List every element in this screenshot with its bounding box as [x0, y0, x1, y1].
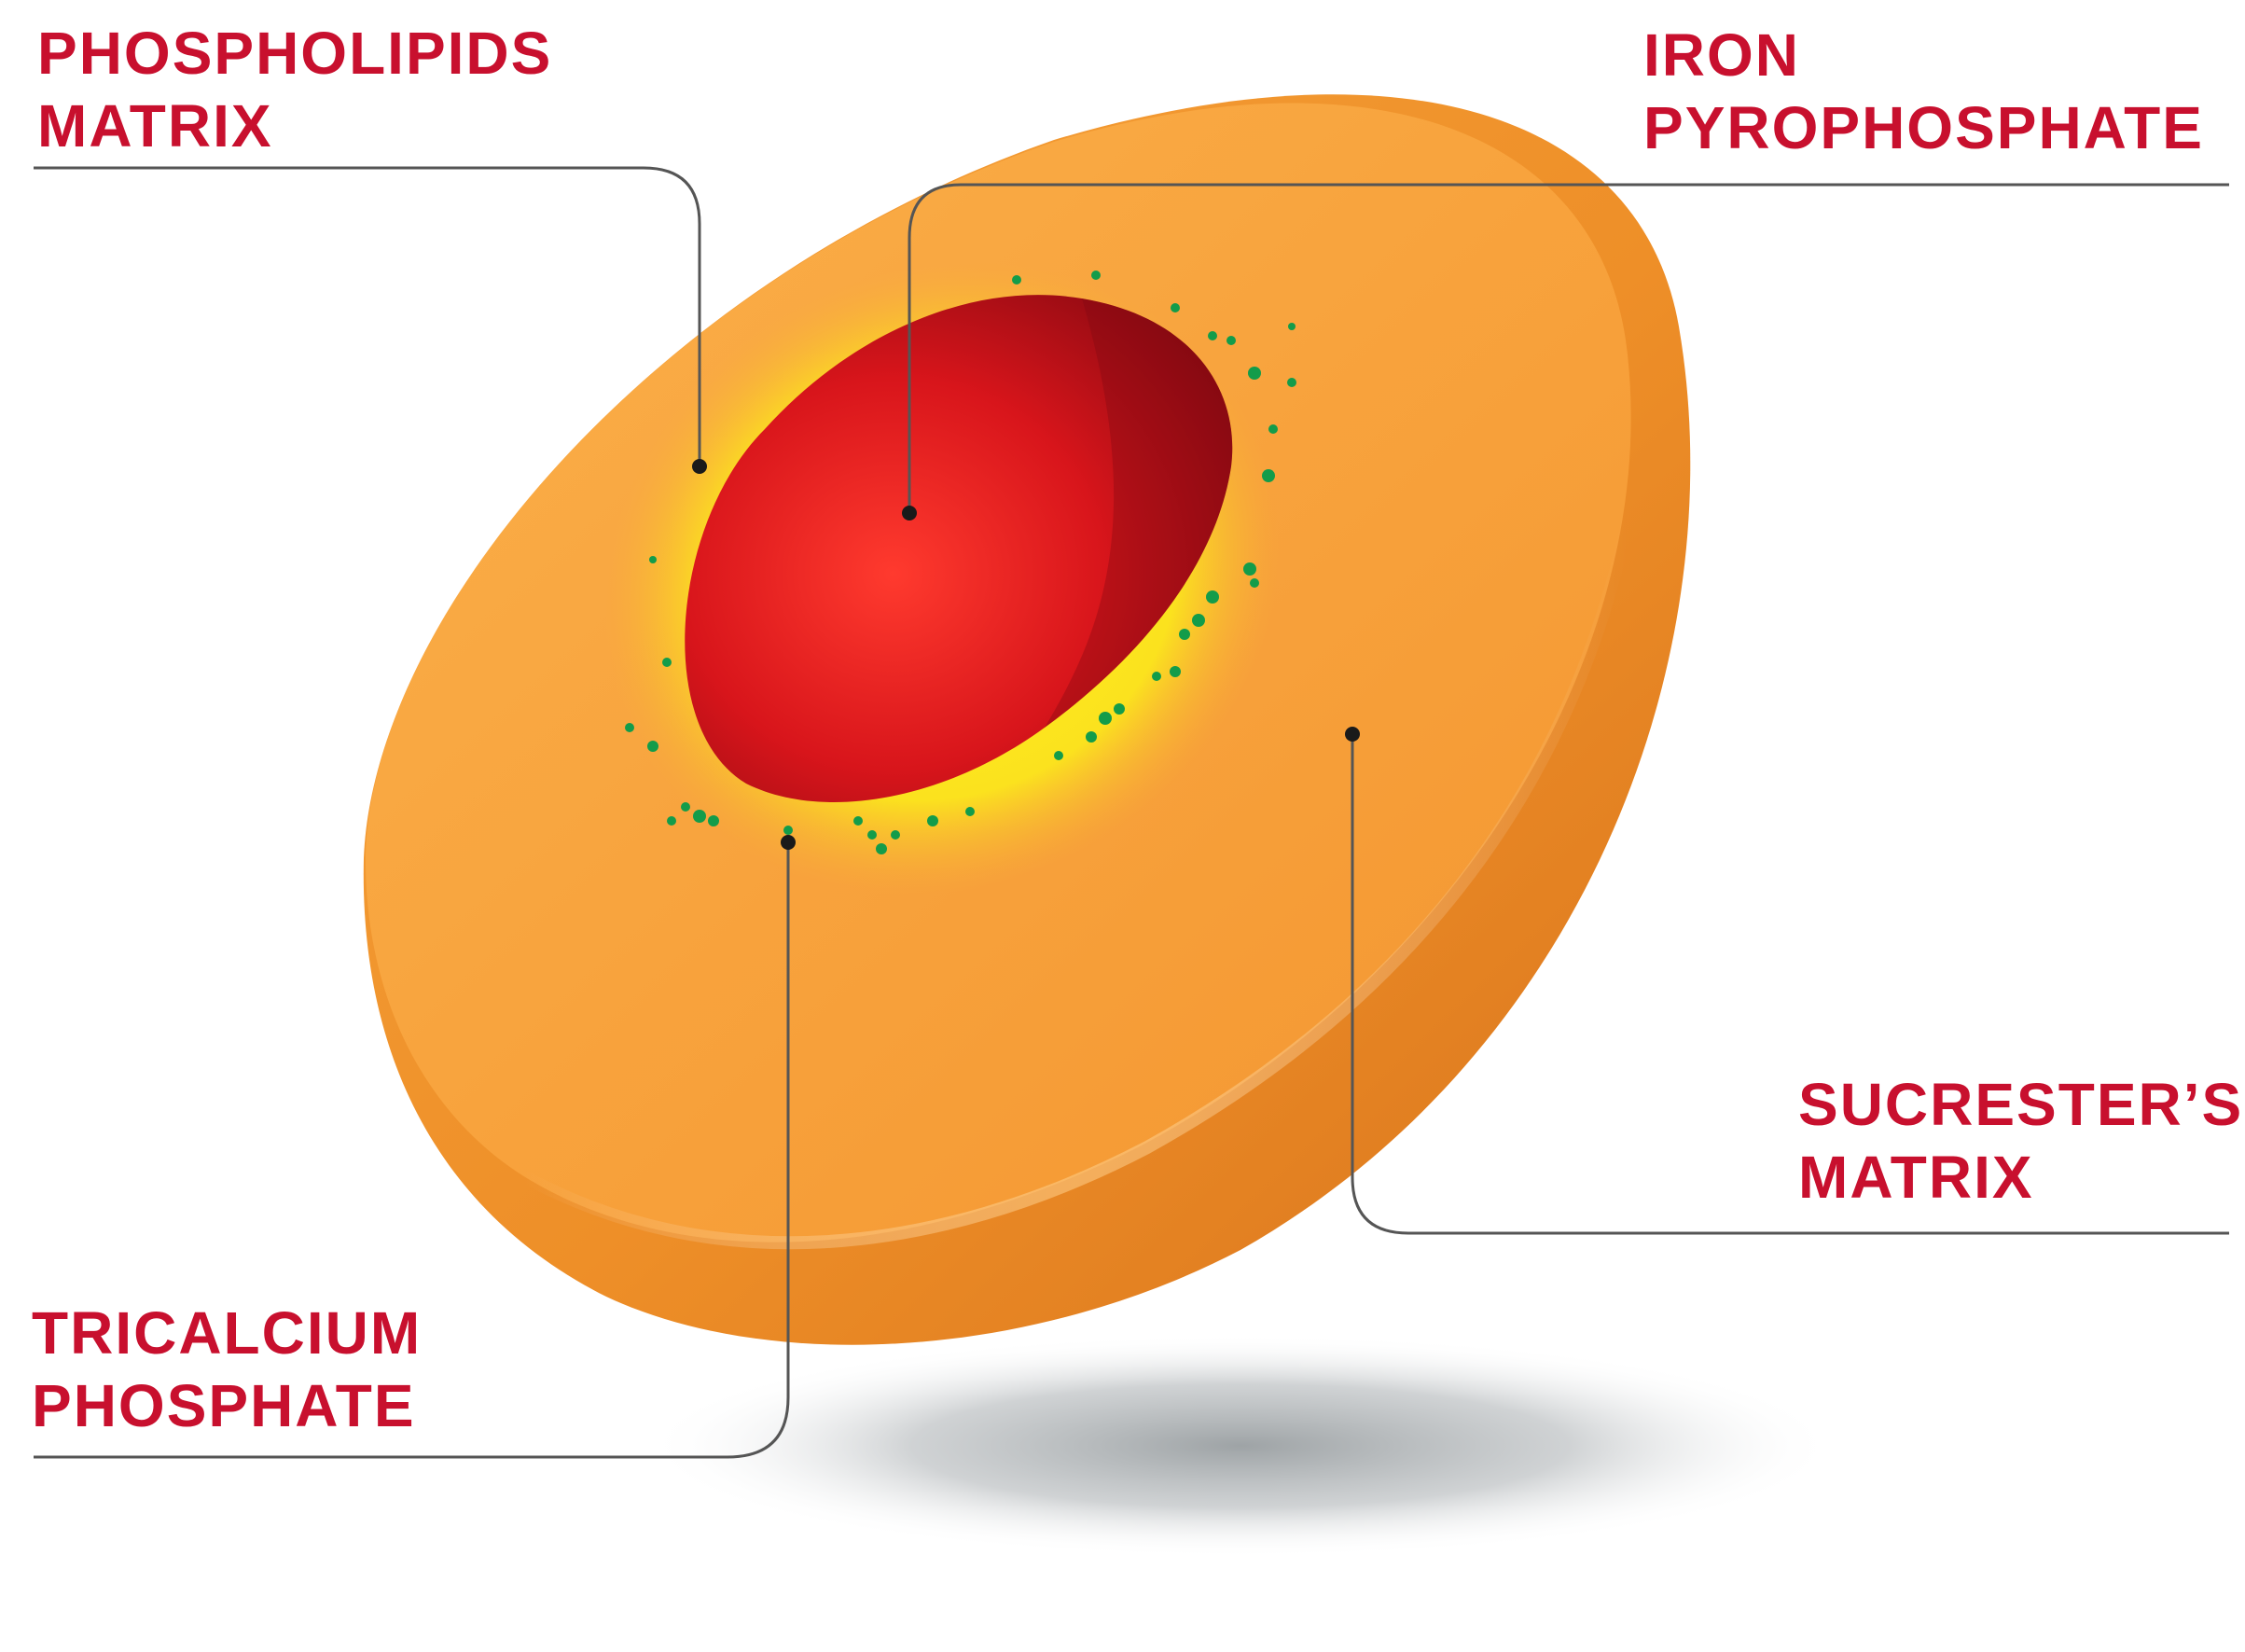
leader-line-sucrester: [1351, 735, 2229, 1235]
label-sucrester-matrix: SUCRESTER’S MATRIX: [1798, 1068, 2243, 1214]
tricalcium-anchor-dot: [781, 835, 796, 850]
iron-pyrophosphate-core: [685, 295, 1233, 802]
label-iron-pyrophosphate: IRON PYROPHOSPHATE: [1643, 19, 2204, 164]
label-tricalcium-line2: PHOSPHATE: [32, 1372, 416, 1439]
sucrester-anchor-dot: [1345, 727, 1360, 742]
iron-anchor-dot: [902, 506, 917, 521]
rim-highlight: [516, 516, 1634, 1250]
label-phospholipids-line2: MATRIX: [37, 92, 273, 160]
label-phospholipids-line1: PHOSPHOLIPIDS: [37, 20, 553, 87]
label-sucrester-line1: SUCRESTER’S: [1798, 1071, 2244, 1138]
phospholipids-anchor-dot: [692, 459, 707, 474]
label-iron-line2: PYROPHOSPHATE: [1643, 94, 2204, 161]
label-iron-line1: IRON: [1643, 21, 1800, 89]
core-shading: [1045, 298, 1233, 728]
leader-lines: [34, 166, 2229, 1459]
callout-dots: [692, 459, 1360, 850]
label-tricalcium-line1: TRICALCIUM: [32, 1299, 423, 1367]
leader-line-tricalcium: [34, 842, 790, 1459]
label-tricalcium-phosphate: TRICALCIUM PHOSPHATE: [32, 1297, 422, 1442]
label-sucrester-line2: MATRIX: [1798, 1144, 2034, 1211]
drop-shadow: [644, 1334, 1837, 1558]
tricalcium-phosphate-particles: [625, 271, 1296, 854]
leader-line-phospholipids: [34, 166, 701, 466]
label-phospholipids-matrix: PHOSPHOLIPIDS MATRIX: [37, 17, 552, 162]
leader-line-iron: [908, 183, 2229, 511]
